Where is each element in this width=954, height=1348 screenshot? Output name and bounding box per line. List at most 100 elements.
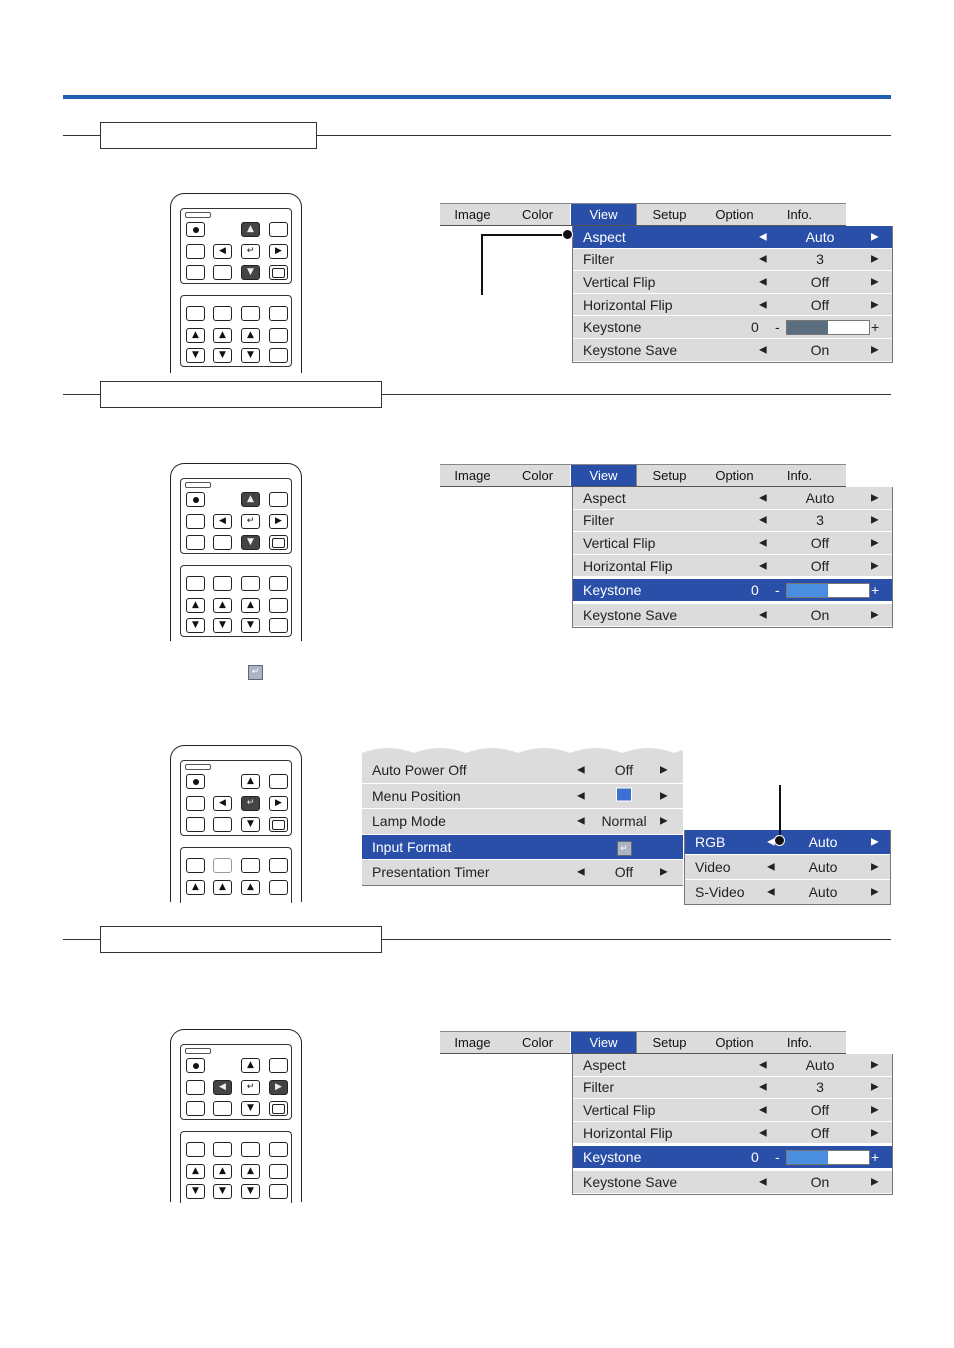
zoom-down-button[interactable]: ▼ (213, 618, 232, 633)
tab-option[interactable]: Option (715, 468, 754, 483)
freeze-button[interactable] (186, 774, 205, 789)
menu-row-menu-position[interactable]: Menu Position◀▶ (362, 783, 683, 809)
right-arrow-icon[interactable]: ▶ (871, 1104, 879, 1116)
left-arrow-icon[interactable]: ◀ (577, 790, 585, 802)
volume-down-button[interactable]: ▼ (186, 348, 205, 363)
focus-down-button[interactable]: ▼ (241, 618, 260, 633)
remote-key[interactable] (269, 618, 288, 633)
remote-key[interactable] (186, 265, 205, 280)
right-arrow-icon[interactable]: ▶ (871, 299, 879, 311)
enter-button[interactable]: ↵ (241, 796, 260, 811)
focus-up-button[interactable]: ▲ (241, 880, 260, 895)
freeze-button[interactable] (186, 492, 205, 507)
menu-button[interactable] (269, 535, 288, 550)
left-arrow-icon[interactable]: ◀ (759, 514, 767, 526)
menu-row-aspect[interactable]: Aspect◀Auto▶ (573, 487, 892, 510)
left-button[interactable]: ◀ (213, 244, 232, 259)
keystone-slider[interactable] (786, 583, 870, 599)
remote-key[interactable] (186, 576, 205, 591)
freeze-button[interactable] (186, 1058, 205, 1073)
tab-view[interactable]: View (570, 204, 637, 225)
focus-up-button[interactable]: ▲ (241, 598, 260, 613)
tab-color[interactable]: Color (521, 207, 554, 222)
left-arrow-icon[interactable]: ◀ (759, 1127, 767, 1139)
menu-row-keystone-save[interactable]: Keystone Save◀On▶ (573, 603, 892, 627)
remote-key[interactable] (241, 576, 260, 591)
menu-row-presentation-timer[interactable]: Presentation Timer◀Off▶ (362, 860, 683, 885)
tab-setup[interactable]: Setup (652, 1035, 687, 1050)
remote-key[interactable] (213, 858, 232, 873)
remote-key[interactable] (213, 535, 232, 550)
right-button[interactable]: ▶ (269, 796, 288, 811)
right-arrow-icon[interactable]: ▶ (660, 815, 668, 827)
remote-key[interactable] (269, 1184, 288, 1199)
remote-key[interactable] (269, 880, 288, 895)
right-arrow-icon[interactable]: ▶ (871, 1081, 879, 1093)
remote-key[interactable] (213, 1142, 232, 1157)
remote-key[interactable] (241, 1142, 260, 1157)
tab-color[interactable]: Color (521, 468, 554, 483)
left-arrow-icon[interactable]: ◀ (759, 537, 767, 549)
remote-key[interactable] (269, 1142, 288, 1157)
right-button[interactable]: ▶ (269, 514, 288, 529)
left-arrow-icon[interactable]: ◀ (759, 1081, 767, 1093)
zoom-down-button[interactable]: ▼ (213, 348, 232, 363)
remote-key[interactable] (269, 348, 288, 363)
menu-row-keystone-save[interactable]: Keystone Save◀On▶ (573, 338, 892, 362)
remote-key[interactable] (241, 306, 260, 321)
menu-row-filter[interactable]: Filter◀3▶ (573, 509, 892, 533)
up-button[interactable]: ▲ (241, 1058, 260, 1073)
remote-key[interactable] (269, 306, 288, 321)
left-arrow-icon[interactable]: ◀ (759, 344, 767, 356)
right-arrow-icon[interactable]: ▶ (871, 1127, 879, 1139)
remote-key[interactable] (186, 858, 205, 873)
left-arrow-icon[interactable]: ◀ (577, 866, 585, 878)
remote-key[interactable] (186, 1142, 205, 1157)
remote-key[interactable] (269, 598, 288, 613)
remote-key[interactable] (186, 514, 205, 529)
down-button[interactable]: ▼ (241, 535, 260, 550)
down-button[interactable]: ▼ (241, 817, 260, 832)
menu-button[interactable] (269, 817, 288, 832)
tab-view[interactable]: View (570, 1032, 637, 1053)
right-arrow-icon[interactable]: ▶ (871, 609, 879, 621)
tab-option[interactable]: Option (715, 1035, 754, 1050)
remote-key[interactable] (186, 535, 205, 550)
right-arrow-icon[interactable]: ▶ (871, 836, 879, 848)
left-arrow-icon[interactable]: ◀ (759, 492, 767, 504)
menu-button[interactable] (269, 1101, 288, 1116)
remote-key[interactable] (213, 306, 232, 321)
volume-up-button[interactable]: ▲ (186, 1164, 205, 1179)
left-arrow-icon[interactable]: ◀ (759, 609, 767, 621)
volume-down-button[interactable]: ▼ (186, 1184, 205, 1199)
zoom-down-button[interactable]: ▼ (213, 1184, 232, 1199)
menu-row-input-format[interactable]: Input Format↵ (362, 834, 683, 860)
volume-down-button[interactable]: ▼ (186, 618, 205, 633)
right-arrow-icon[interactable]: ▶ (871, 560, 879, 572)
submenu-row-rgb[interactable]: RGB◀Auto▶ (685, 830, 890, 855)
right-arrow-icon[interactable]: ▶ (871, 537, 879, 549)
menu-row-filter[interactable]: Filter◀3▶ (573, 1076, 892, 1100)
tab-option[interactable]: Option (715, 207, 754, 222)
down-button[interactable]: ▼ (241, 1101, 260, 1116)
menu-row-vertical-flip[interactable]: Vertical Flip◀Off▶ (573, 271, 892, 294)
left-arrow-icon[interactable]: ◀ (759, 1059, 767, 1071)
keystone-slider[interactable] (786, 320, 870, 336)
remote-key[interactable] (269, 222, 288, 237)
right-arrow-icon[interactable]: ▶ (660, 764, 668, 776)
remote-key[interactable] (269, 774, 288, 789)
remote-key[interactable] (186, 796, 205, 811)
volume-up-button[interactable]: ▲ (186, 598, 205, 613)
enter-icon[interactable]: ↵ (616, 840, 632, 856)
left-button[interactable]: ◀ (213, 1080, 232, 1095)
focus-up-button[interactable]: ▲ (241, 328, 260, 343)
remote-key[interactable] (269, 576, 288, 591)
enter-button[interactable]: ↵ (241, 1080, 260, 1095)
down-button[interactable]: ▼ (241, 265, 260, 280)
menu-row-aspect[interactable]: Aspect◀Auto▶ (573, 1054, 892, 1077)
menu-row-vertical-flip[interactable]: Vertical Flip◀Off▶ (573, 1099, 892, 1122)
tab-color[interactable]: Color (521, 1035, 554, 1050)
tab-setup[interactable]: Setup (652, 468, 687, 483)
